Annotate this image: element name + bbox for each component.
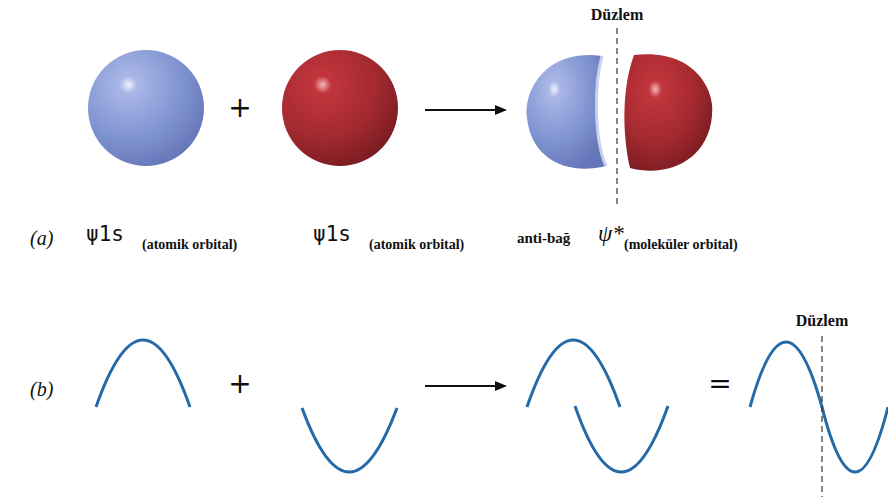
equals-sign: = [708,368,731,400]
orbital-subscript: (moleküler orbital) [624,237,738,253]
crest-wave [96,340,190,407]
plane-label: Düzlem [591,6,643,24]
combined-wave [750,342,888,472]
lobe-rim [596,56,606,166]
trough-wave [575,406,668,472]
plus-sign: + [228,92,251,124]
orbital-subscript: (atomik orbital) [142,237,237,253]
red-lobe [624,54,712,170]
nodal-plane [821,336,822,497]
plane-label: Düzlem [796,312,848,330]
plus-sign: + [228,368,251,400]
part-label: (b) [30,378,53,401]
red-sphere [282,50,398,166]
wave-curves [96,340,888,472]
part-label: (a) [30,227,53,250]
blue-sphere [88,50,204,166]
reaction-arrow [425,385,505,387]
orbital-symbol: ψ1s [313,222,351,246]
reaction-arrow [425,109,505,111]
crest-wave [527,340,620,407]
orbital-subscript: (atomik orbital) [369,237,464,253]
antibond-label: anti-bağ [517,230,570,247]
trough-wave [302,408,397,472]
nodal-plane [616,28,617,206]
orbital-symbol: ψ1s [86,222,124,246]
blue-lobe [527,55,606,169]
orbital-symbol: ψ* [598,221,624,247]
